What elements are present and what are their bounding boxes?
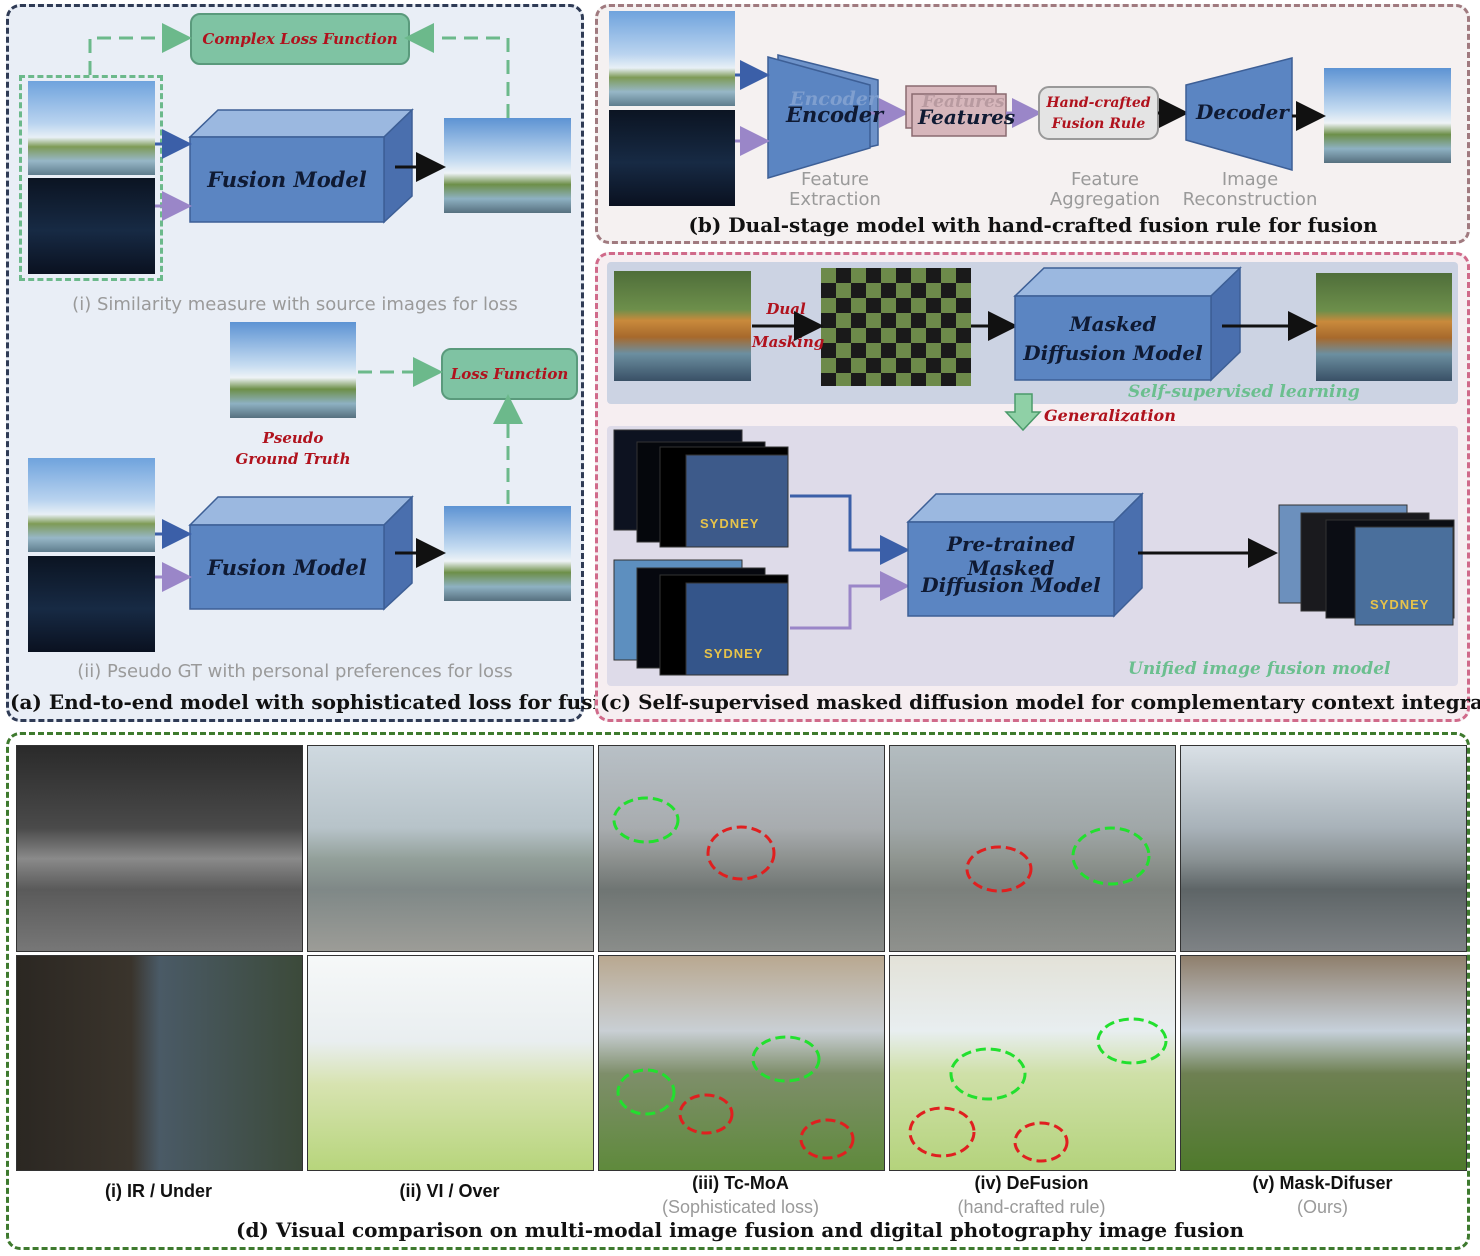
panel-d-caption: (d) Visual comparison on multi-modal ima… <box>235 1218 1245 1242</box>
panel-b-caption: (b) Dual-stage model with hand-crafted f… <box>688 213 1378 237</box>
stage-image-reconstruction-1: Image <box>1221 169 1279 190</box>
source-image-windmill-bright <box>28 81 155 175</box>
source-image-windmill-dark-2 <box>28 556 155 652</box>
panel-b-diagram <box>735 54 1326 180</box>
decoder-label: Decoder <box>1196 100 1289 124</box>
row2-over-image <box>307 955 594 1171</box>
fusion-model-cube-2 <box>188 495 414 611</box>
tiger-output-image <box>1316 273 1452 381</box>
pseudo-gt-label-1: Pseudo <box>262 429 324 447</box>
row2-tcmoa-image <box>598 955 885 1171</box>
fusion-rule-line2: Fusion Rule <box>1051 116 1146 132</box>
sydney-text-1: SYDNEY <box>700 516 760 531</box>
column-sub-4: (hand-crafted rule) <box>957 1197 1106 1217</box>
fused-image-windmill-1 <box>444 118 571 213</box>
pseudo-gt-image <box>230 322 356 418</box>
column-label-4: (iv) DeFusion <box>974 1173 1089 1193</box>
row1-vi-image <box>307 745 594 952</box>
features-ghost-label: Features <box>922 92 1005 112</box>
tiger-masked-image <box>821 268 971 386</box>
sub-i-label: (i) Similarity measure with source image… <box>72 294 518 315</box>
fusion-model-label-2: Fusion Model <box>207 554 367 580</box>
pseudo-gt-label-2: Ground Truth <box>235 450 351 468</box>
masked-diffusion-label-1: Masked <box>1069 312 1157 336</box>
unified-label: Unified image fusion model <box>1128 659 1391 679</box>
row1-defusion-image <box>889 745 1176 952</box>
column-sub-3: (Sophisticated loss) <box>661 1197 820 1217</box>
stage-image-reconstruction-2: Reconstruction <box>1182 189 1318 210</box>
sub-ii-label: (ii) Pseudo GT with personal preferences… <box>77 661 513 682</box>
self-supervised-label: Self-supervised learning <box>1128 382 1360 402</box>
row2-under-image <box>16 955 303 1171</box>
fusion-model-label-1: Fusion Model <box>207 167 367 192</box>
complex-loss-box: Complex Loss Function <box>190 13 410 65</box>
stage-feature-extraction-1: Feature <box>800 169 870 190</box>
row1-ir-image <box>16 745 303 952</box>
stage-feature-aggregation-1: Feature <box>1070 169 1140 190</box>
source-selection-box <box>19 75 163 281</box>
pretrained-label-1: Pre-trained Masked <box>946 532 1076 580</box>
panel-b-source-bright <box>609 11 735 106</box>
tiger-source-image <box>614 271 751 381</box>
generalization-arrow <box>1004 393 1042 432</box>
masked-diffusion-cube <box>1013 266 1242 382</box>
sydney-text-2: SYDNEY <box>704 646 764 661</box>
panel-a-caption: (a) End-to-end model with sophisticated … <box>10 690 628 714</box>
source-image-windmill-bright-2 <box>28 458 155 552</box>
sydney-text-3: SYDNEY <box>1370 597 1430 612</box>
masked-diffusion-label-2: Diffusion Model <box>1023 341 1203 365</box>
row2-maskdifuser-image <box>1180 955 1467 1171</box>
column-label-3: (iii) Tc-MoA <box>692 1173 789 1193</box>
panel-b-output <box>1324 68 1451 163</box>
row1-maskdifuser-image <box>1180 745 1467 952</box>
fused-image-windmill-2 <box>444 506 571 601</box>
features-label: Features <box>918 105 1016 129</box>
encoder-ghost-label: Encoder <box>790 88 878 110</box>
column-sub-5: (Ours) <box>1297 1197 1348 1217</box>
generalization-label: Generalization <box>1044 406 1176 425</box>
fusion-model-cube-1 <box>188 108 414 224</box>
pretrained-label-2: Diffusion Model <box>921 573 1101 597</box>
panel-c-caption: (c) Self-supervised masked diffusion mod… <box>600 690 1480 714</box>
panel-d-highlights <box>612 796 1168 1163</box>
panel-a-diagram <box>88 23 523 611</box>
source-image-windmill-dark <box>28 178 155 274</box>
stage-feature-aggregation-2: Aggregation <box>1049 189 1161 210</box>
column-label-2: (ii) VI / Over <box>399 1181 500 1201</box>
stage-feature-extraction-2: Extraction <box>789 189 881 210</box>
panel-b-source-dark <box>609 110 735 206</box>
row1-tcmoa-image <box>598 745 885 952</box>
fusion-rule-line1: Hand-crafted <box>1046 95 1151 111</box>
column-label-1: (i) IR / Under <box>105 1181 212 1201</box>
encoder-label: Encoder <box>786 102 884 127</box>
pretrained-diffusion-cube <box>906 492 1144 618</box>
column-label-5: (v) Mask-Difuser <box>1252 1173 1393 1193</box>
panel-c-diagram <box>613 266 1455 676</box>
